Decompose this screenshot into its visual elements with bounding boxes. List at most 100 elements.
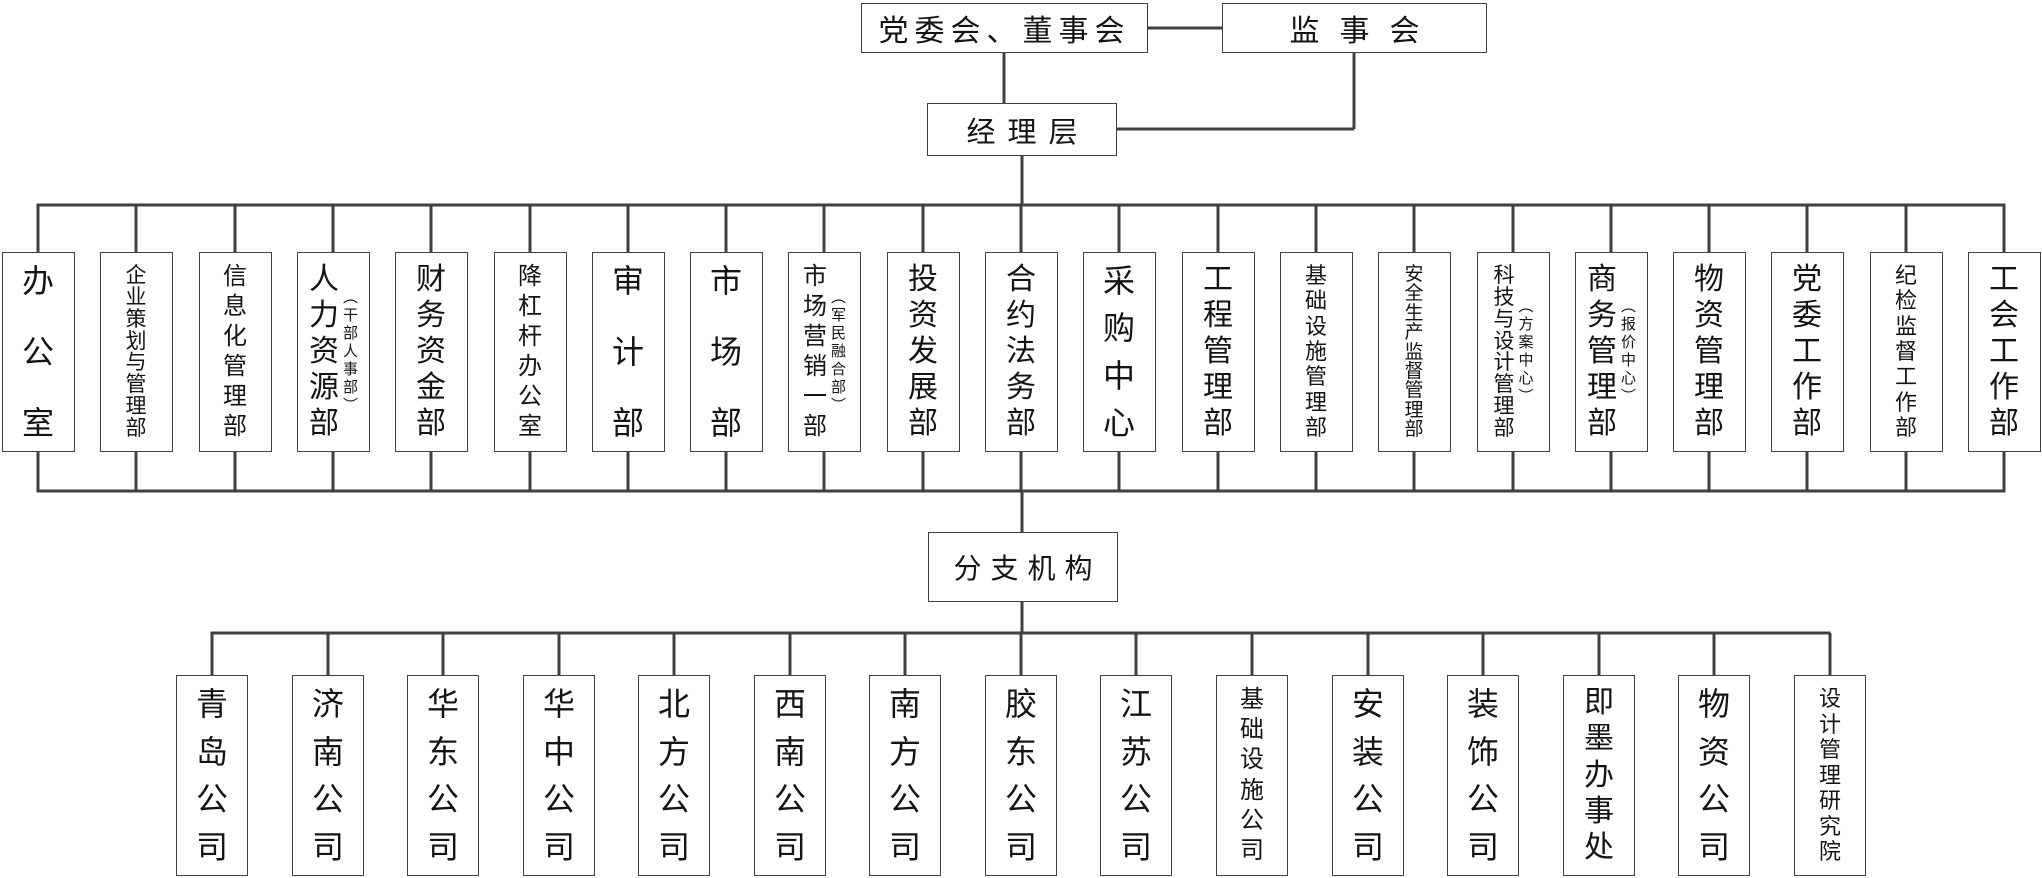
label-char: 司 — [311, 828, 344, 865]
label-char: 委 — [1792, 299, 1822, 332]
label-char: 力 — [309, 299, 339, 332]
department-label: 合约法务部 — [1006, 253, 1036, 451]
label-char: 生 — [1404, 302, 1424, 324]
label-char: 事 — [1584, 794, 1614, 828]
label-char: 司 — [1351, 828, 1384, 865]
label-char: 研 — [1818, 788, 1841, 813]
label-char: 管 — [125, 372, 147, 397]
label-char: 务 — [1587, 299, 1617, 332]
label-char: 司 — [542, 828, 575, 865]
label-char: 企 — [125, 263, 147, 287]
label-char: 策 — [125, 306, 147, 331]
label-char: 计 — [1493, 350, 1515, 375]
branch-box: 青岛公司 — [176, 675, 248, 876]
branch-label: 华东公司 — [427, 676, 459, 875]
label-char: 与 — [1493, 306, 1515, 331]
department-box: 党委工作部 — [1770, 252, 1844, 452]
label-char: 部 — [1006, 407, 1036, 440]
label-char: 管 — [1818, 737, 1841, 762]
label-char: 一 — [803, 384, 827, 410]
label-char: 会 — [1989, 299, 2019, 332]
label-char: 部 — [1989, 407, 2019, 440]
label-char: 设 — [1818, 686, 1841, 711]
label-char: 物 — [1697, 686, 1730, 722]
label-char: 江 — [1119, 686, 1152, 722]
department-label: 审计部 — [612, 253, 644, 451]
label-char: 苏 — [1119, 733, 1152, 770]
branch-label: 胶东公司 — [1005, 676, 1037, 875]
label-char: 降 — [518, 264, 542, 290]
label-char: 展 — [908, 371, 938, 404]
label-char: 发 — [908, 335, 938, 368]
department-label: 采购中心 — [1103, 253, 1135, 451]
label-char: 室 — [518, 414, 542, 440]
label-char: 合 — [1006, 263, 1036, 296]
label-char: 督 — [1894, 338, 1917, 364]
label-char: 理 — [1493, 394, 1515, 419]
department-box: 工程管理部 — [1181, 252, 1255, 452]
label-char: 管 — [223, 354, 247, 380]
label-char: 场 — [709, 334, 742, 370]
label-char: 资 — [908, 299, 938, 332]
board-label: 党委会、董事会 — [878, 15, 1131, 48]
label-char: 办 — [518, 354, 542, 380]
branch-box: 物资公司 — [1678, 675, 1750, 876]
label-char: 华 — [426, 686, 459, 722]
label-char: 安 — [1404, 264, 1424, 285]
label-char: 心 — [1102, 404, 1135, 441]
branch-label: 安装公司 — [1352, 676, 1384, 875]
label-char: 市 — [803, 264, 827, 290]
label-char: 司 — [1119, 828, 1152, 865]
department-box: 审计部 — [591, 252, 665, 452]
label-char: 部 — [1493, 415, 1515, 440]
branch-header-label: 分支机构 — [953, 554, 1102, 585]
label-char: 信 — [223, 264, 247, 290]
label-char: 资 — [309, 335, 339, 368]
label-char: 工 — [1894, 364, 1917, 390]
branch-box: 济南公司 — [292, 675, 364, 876]
label-char: 司 — [773, 828, 806, 865]
label-char: 设 — [1240, 747, 1264, 774]
management-box: 经理层 — [927, 103, 1117, 156]
branch-label: 华中公司 — [543, 676, 575, 875]
label-char: 部 — [803, 414, 827, 440]
label-char: 部 — [611, 405, 644, 441]
label-char: 理 — [223, 384, 247, 410]
department-label: 办公室 — [22, 253, 54, 451]
label-char: 公 — [1697, 781, 1730, 818]
department-annotation: （方案中心） — [1516, 298, 1533, 406]
branch-label: 南方公司 — [889, 676, 921, 875]
department-box: 工会工作部 — [1967, 252, 2041, 452]
label-char: 公 — [542, 781, 575, 818]
label-char: 约 — [1006, 299, 1036, 332]
label-char: 理 — [1304, 389, 1327, 415]
department-annotation: （军民融合部） — [829, 289, 845, 415]
department-label: 市场部 — [710, 253, 742, 451]
label-char: 工 — [1989, 263, 2019, 296]
label-char: 杠 — [518, 294, 542, 320]
label-char: 投 — [908, 263, 938, 296]
branch-label: 即墨办事处 — [1584, 676, 1614, 875]
label-char: 部 — [223, 414, 247, 440]
label-char: 东 — [1004, 733, 1037, 770]
label-char: 司 — [657, 828, 690, 865]
label-char: 理 — [1404, 399, 1424, 421]
label-char: 部 — [908, 407, 938, 440]
label-char: 西 — [773, 686, 806, 722]
label-char: 部 — [1404, 419, 1424, 440]
label-char: 装 — [1466, 686, 1499, 722]
department-box: 企业策划与管理部 — [99, 252, 173, 452]
label-char: 设 — [1493, 328, 1515, 353]
label-char: 理 — [1818, 762, 1841, 788]
department-box: 市场部 — [689, 252, 763, 452]
branch-label: 济南公司 — [312, 676, 344, 875]
department-label: 商务管理部 — [1587, 253, 1617, 451]
label-char: 设 — [1304, 313, 1327, 339]
label-char: 室 — [21, 405, 54, 441]
label-char: 公 — [657, 781, 690, 818]
department-box: 基础设施管理部 — [1279, 252, 1353, 452]
branch-label: 基础设施公司 — [1240, 676, 1264, 875]
label-char: 部 — [416, 407, 446, 440]
branch-box: 基础设施公司 — [1216, 675, 1288, 876]
label-char: 装 — [1351, 733, 1384, 770]
